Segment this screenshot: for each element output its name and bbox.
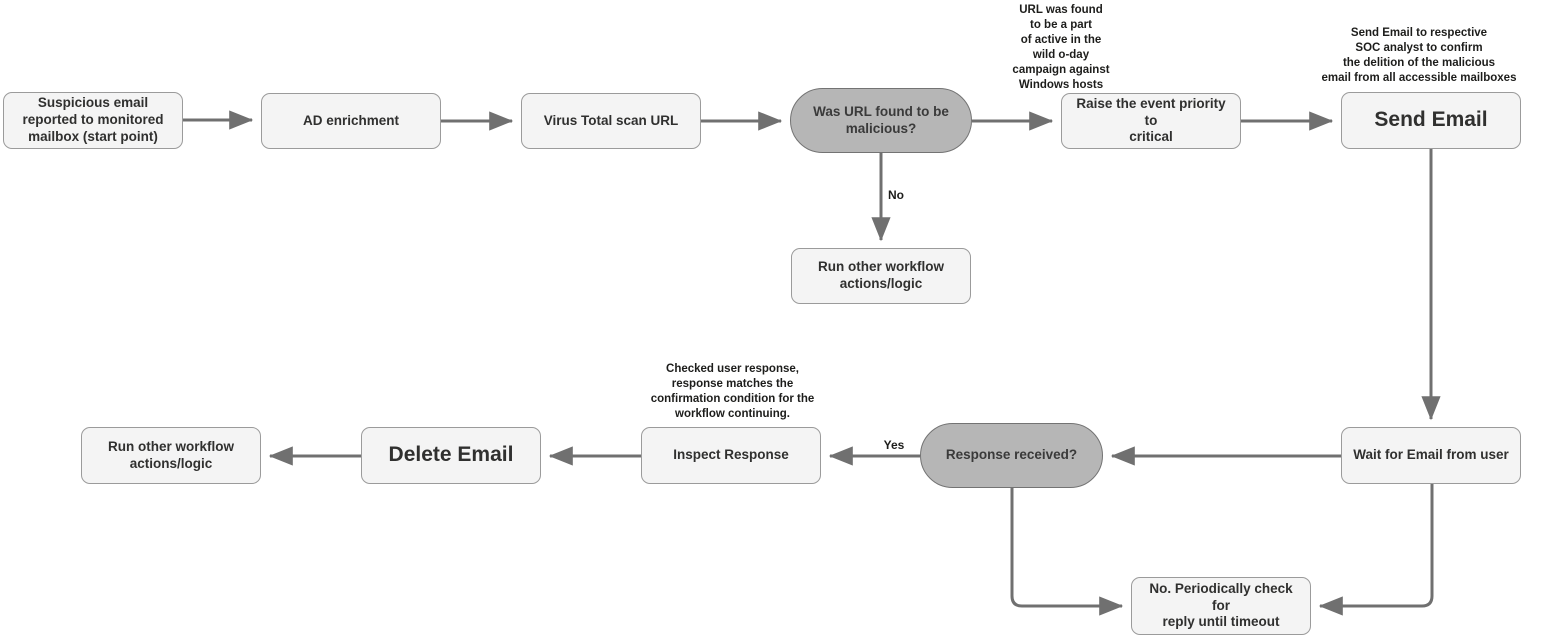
node-wait-for-email-label: Wait for Email from user <box>1353 447 1509 463</box>
node-response-received-decision[interactable]: Response received? <box>920 423 1103 488</box>
node-inspect-response-label: Inspect Response <box>673 447 789 463</box>
node-periodic-check-label: No. Periodically check for reply until t… <box>1149 580 1293 630</box>
node-run-other-workflow-bottom[interactable]: Run other workflow actions/logic <box>81 427 261 484</box>
edge-label-checked-user-response-note: Checked user response, response matches … <box>650 363 815 420</box>
edge-label-no-branch-url: No <box>888 188 904 202</box>
node-periodic-check[interactable]: No. Periodically check for reply until t… <box>1131 577 1311 635</box>
node-virus-total-scan[interactable]: Virus Total scan URL <box>521 93 701 149</box>
node-wait-for-email[interactable]: Wait for Email from user <box>1341 427 1521 484</box>
node-url-malicious-decision[interactable]: Was URL found to be malicious? <box>790 88 972 153</box>
node-ad-enrichment[interactable]: AD enrichment <box>261 93 441 149</box>
edge-response-decision-to-periodic-check <box>1010 488 1124 616</box>
node-start[interactable]: Suspicious email reported to monitored m… <box>3 92 183 149</box>
node-start-label: Suspicious email reported to monitored m… <box>22 95 164 144</box>
node-response-received-decision-label: Response received? <box>945 447 1078 463</box>
node-raise-priority[interactable]: Raise the event priority to critical <box>1061 93 1241 149</box>
edge-label-url-found-active-campaign: URL was found to be a part of active in … <box>1012 4 1110 91</box>
node-ad-enrichment-label: AD enrichment <box>302 112 400 128</box>
edge-wait-to-periodic-check <box>1318 484 1434 616</box>
node-send-email-label: Send Email <box>1374 108 1488 132</box>
node-run-other-workflow-bottom-label: Run other workflow actions/logic <box>108 438 234 471</box>
node-url-malicious-decision-label: Was URL found to be malicious? <box>813 103 949 136</box>
node-inspect-response[interactable]: Inspect Response <box>641 427 821 484</box>
edge-label-yes-branch-response: Yes <box>883 438 905 452</box>
node-run-other-workflow-top-label: Run other workflow actions/logic <box>818 259 944 291</box>
node-raise-priority-label: Raise the event priority to critical <box>1076 95 1226 145</box>
edge-label-send-email-soc-note: Send Email to respective SOC analyst to … <box>1321 27 1517 84</box>
node-delete-email-label: Delete Email <box>388 443 514 467</box>
node-virus-total-scan-label: Virus Total scan URL <box>543 112 679 128</box>
node-send-email[interactable]: Send Email <box>1341 92 1521 149</box>
node-run-other-workflow-top[interactable]: Run other workflow actions/logic <box>791 248 971 304</box>
node-delete-email[interactable]: Delete Email <box>361 427 541 484</box>
